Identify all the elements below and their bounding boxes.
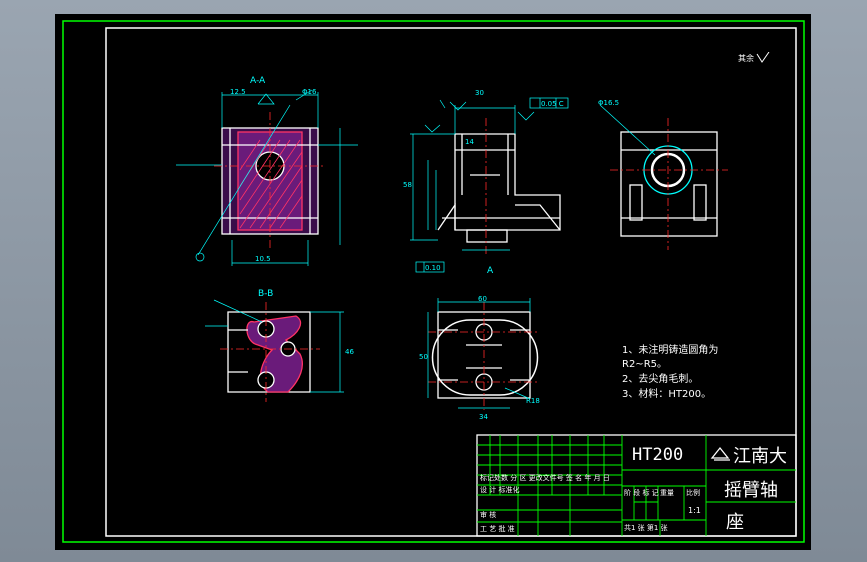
title-part-name-2: 座 bbox=[726, 512, 744, 533]
dim-d7: Φ16.5 bbox=[598, 99, 620, 107]
tolerance-frame-2: 0.10 bbox=[425, 264, 441, 272]
title-row-mark: 标记处数 分 区 更改文件号 签 名 年 月 日 bbox=[480, 474, 610, 482]
title-weight: 重量 bbox=[660, 489, 674, 497]
tech-note-2: R2~R5。 bbox=[622, 359, 667, 370]
centerlines-top bbox=[428, 302, 540, 410]
roughness-symbol-icon bbox=[756, 52, 770, 63]
view-top bbox=[431, 311, 539, 399]
title-stage: 阶 段 标 记 bbox=[624, 489, 659, 497]
title-block-grid bbox=[476, 434, 797, 537]
centerlines-side bbox=[610, 118, 728, 250]
title-row-process: 工 艺 批 准 bbox=[480, 525, 515, 533]
title-school: 江南大 bbox=[733, 446, 787, 467]
dim-d2: 10.5 bbox=[255, 255, 271, 263]
dims-top bbox=[427, 298, 531, 409]
dim-d12: R18 bbox=[526, 397, 540, 405]
dim-d9: 50 bbox=[419, 353, 428, 361]
title-part-name-1: 摇臂轴 bbox=[724, 480, 778, 501]
tech-note-4: 3、材料：HT200。 bbox=[622, 389, 712, 400]
centerlines-bb bbox=[220, 302, 320, 402]
school-logo-icon bbox=[710, 446, 730, 461]
title-sheets: 共1 张 第1 张 bbox=[624, 524, 668, 532]
view-front bbox=[437, 133, 561, 243]
label-section-bb: B-B bbox=[258, 289, 274, 299]
dim-d6: 58 bbox=[403, 181, 412, 189]
roughness-other-label: 其余 bbox=[738, 54, 754, 63]
dim-d10: 34 bbox=[479, 413, 488, 421]
leader-side bbox=[599, 104, 656, 156]
dim-d3: Φ16 bbox=[302, 88, 317, 96]
view-side bbox=[620, 131, 718, 237]
dim-d8: 60 bbox=[478, 295, 487, 303]
label-section-mark: A bbox=[487, 266, 494, 276]
title-material: HT200 bbox=[632, 445, 684, 465]
title-row-check: 审 核 bbox=[480, 511, 497, 519]
centerlines-aa bbox=[214, 112, 326, 248]
label-section-aa: A-A bbox=[250, 76, 266, 86]
dim-d5: 14 bbox=[465, 138, 474, 146]
title-scale-label: 比例 bbox=[686, 489, 700, 497]
inner-frame bbox=[105, 27, 797, 537]
dim-d11: 46 bbox=[345, 348, 354, 356]
title-row-design: 设 计 标准化 bbox=[480, 486, 520, 494]
drawing-canvas[interactable] bbox=[55, 14, 811, 550]
outer-frame bbox=[62, 20, 805, 543]
tolerance-frame-1: 0.05 C bbox=[541, 100, 564, 108]
title-scale-value: 1:1 bbox=[688, 506, 701, 515]
dims-bb bbox=[205, 299, 344, 393]
dims-front bbox=[410, 97, 569, 273]
dim-d4: 30 bbox=[475, 89, 484, 97]
dim-d1: 12.5 bbox=[230, 88, 246, 96]
tech-note-3: 2、去尖角毛刺。 bbox=[622, 374, 699, 385]
view-section-bb bbox=[227, 311, 311, 393]
dims-aa bbox=[176, 89, 358, 266]
tech-note-1: 1、未注明铸造圆角为 bbox=[622, 345, 719, 356]
